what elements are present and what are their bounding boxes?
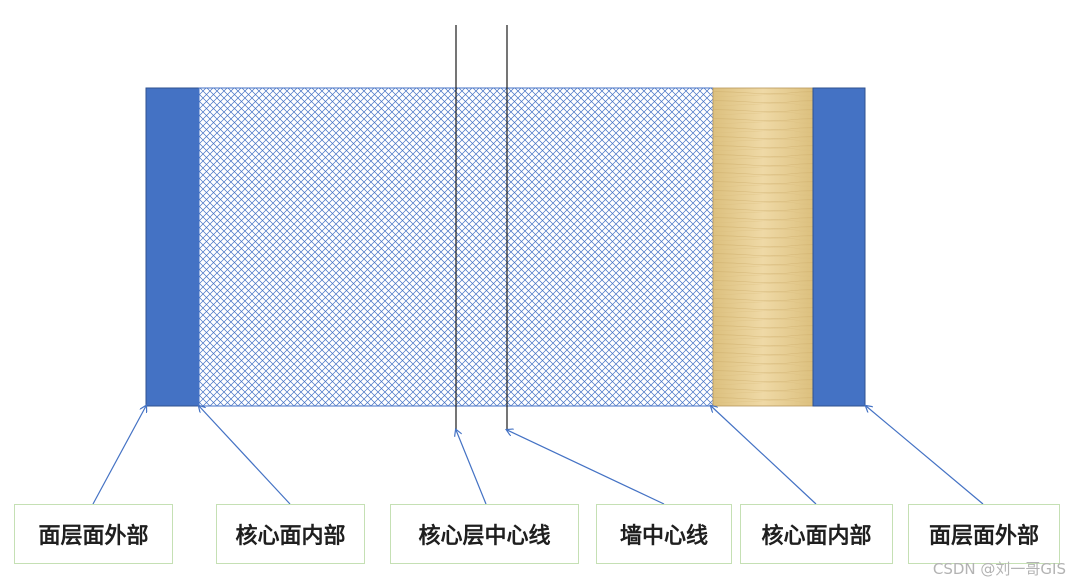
wood-grain-texture (713, 88, 813, 406)
label-core-face-interior-left: 核心面内部 (216, 504, 365, 564)
label-core-layer-centerline: 核心层中心线 (390, 504, 579, 564)
leader-arrow-5 (711, 406, 817, 505)
leader-arrow-1 (92, 406, 146, 505)
label-wall-centerline: 墙中心线 (596, 504, 732, 564)
leader-arrow-3 (456, 430, 487, 505)
label-core-face-interior-right: 核心面内部 (740, 504, 893, 564)
label-finish-exterior-left: 面层面外部 (14, 504, 173, 564)
leader-arrow-2 (199, 406, 291, 505)
leader-arrow-6 (866, 406, 984, 505)
leader-arrow-4 (507, 430, 665, 505)
label-finish-exterior-right: 面层面外部 (908, 504, 1060, 564)
watermark: CSDN @刘一哥GIS (932, 560, 1066, 578)
finish-layer-exterior-right (812, 87, 866, 407)
finish-layer-exterior-left (145, 87, 200, 407)
